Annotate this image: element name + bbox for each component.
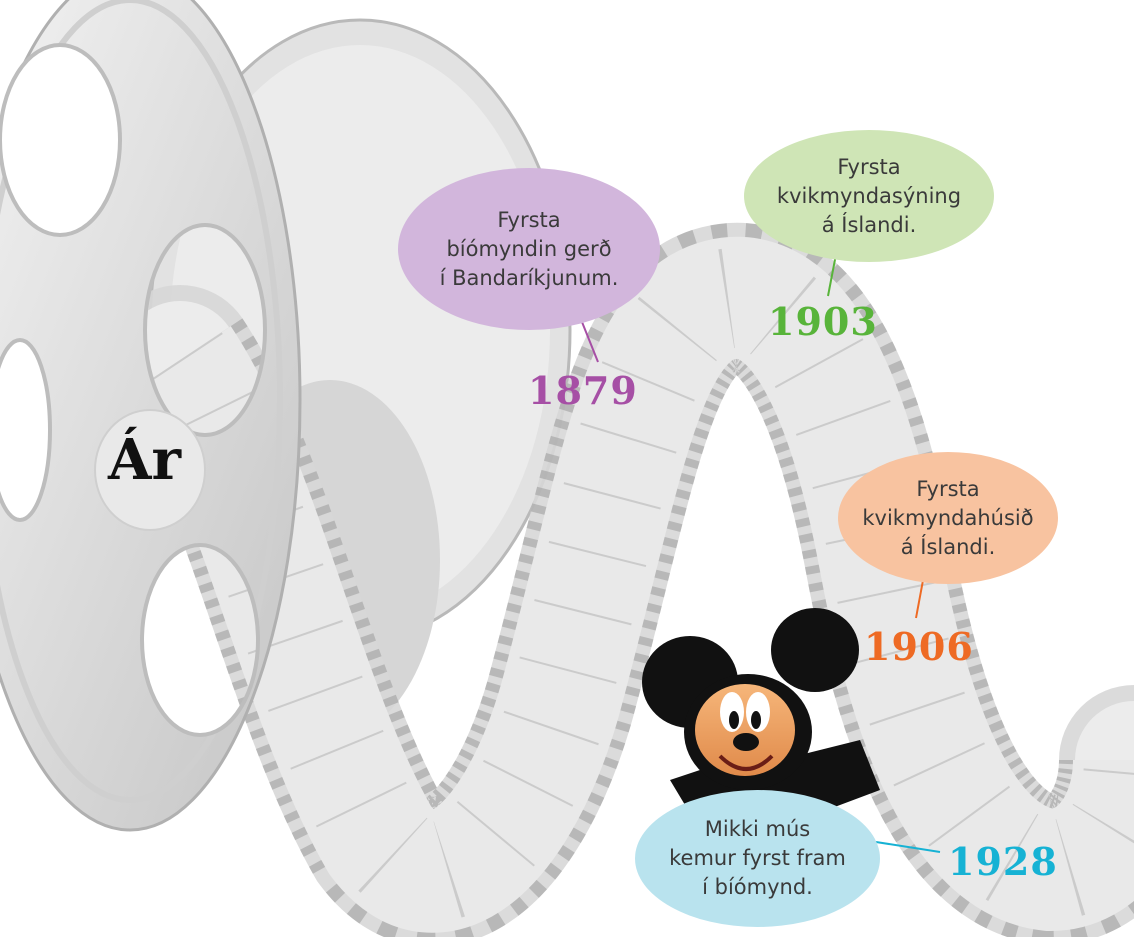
bubble-line: bíómyndin gerð [446, 236, 612, 261]
film-strip [105, 223, 1134, 937]
bubble-line: á Íslandi. [900, 534, 996, 559]
bubble-line: í Bandaríkjunum. [439, 265, 619, 290]
year-label-1903: 1903 [768, 299, 878, 344]
reel-label: Ár [108, 427, 181, 493]
bubble-line: á Íslandi. [821, 212, 917, 237]
film-reel-icon [0, 0, 302, 832]
bubble-line: Fyrsta [497, 207, 561, 232]
event-bubble-1903: Fyrsta kvikmyndasýning á Íslandi. [744, 130, 994, 262]
bubble-line: kvikmyndahúsið [862, 505, 1034, 530]
bubble-line: Fyrsta [916, 476, 980, 501]
year-label-1906: 1906 [864, 624, 974, 669]
bubble-line: kvikmyndasýning [776, 183, 962, 208]
event-bubble-1906: Fyrsta kvikmyndahúsið á Íslandi. [838, 452, 1058, 584]
bubble-line: Mikki mús [704, 817, 811, 841]
connector-1928 [875, 841, 941, 853]
bubble-line: kemur fyrst fram [669, 846, 846, 870]
bubble-line: Fyrsta [837, 154, 901, 179]
bubble-line: í bíómynd. [702, 875, 813, 899]
event-bubble-1879: Fyrsta bíómyndin gerð í Bandaríkjunum. [398, 168, 660, 330]
year-label-1879: 1879 [528, 368, 638, 413]
year-label-1928: 1928 [948, 839, 1058, 884]
event-bubble-1928: Mikki mús kemur fyrst fram í bíómynd. [635, 790, 880, 927]
